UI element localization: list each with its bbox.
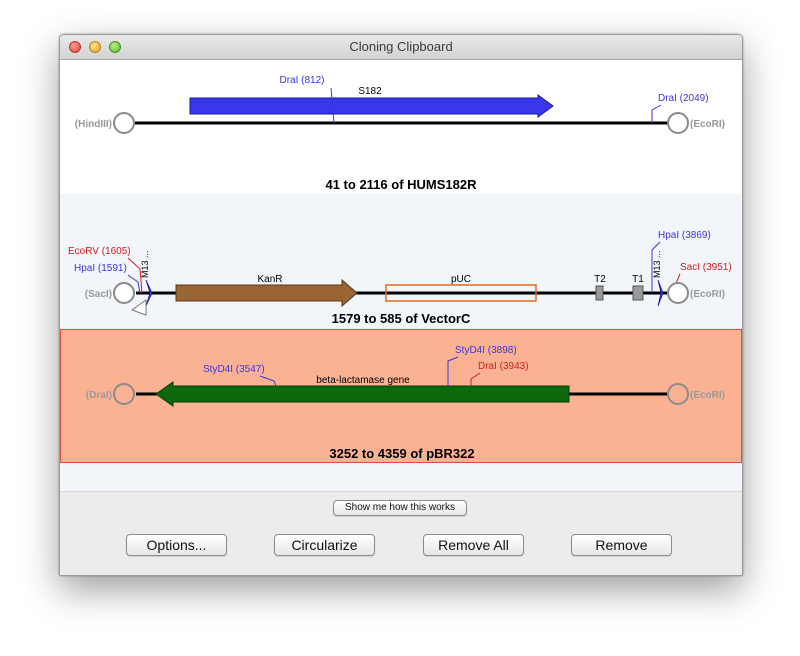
styd4i-3547-tick — [259, 375, 277, 387]
dra1-2049-tick — [651, 104, 662, 123]
remove-all-button[interactable]: Remove All — [423, 534, 524, 556]
ecori-end-label: (EcoRI) — [690, 390, 725, 401]
styd4i-3547-label: StyD4I (3547) — [203, 364, 265, 375]
dra1-812-label: DraI (812) — [279, 75, 324, 86]
hindiii-end-label: (HindIII) — [75, 119, 112, 130]
styd4i-3898-tick — [447, 356, 459, 386]
fragment-title-pbr322: 3252 to 4359 of pBR322 — [329, 446, 475, 461]
ecori-end-label: (EcoRI) — [690, 289, 725, 300]
remove-button[interactable]: Remove — [571, 534, 672, 556]
right-end-circle[interactable] — [667, 282, 689, 304]
show-me-how-button[interactable]: Show me how this works — [333, 500, 467, 516]
saci-end-label: (SacI) — [85, 289, 112, 300]
fragment-map-vectorc: KanR pUC T2 T1 M13 ... M13 ... EcoRV (16… — [68, 230, 732, 316]
m13-left-label: M13 ... — [140, 250, 150, 278]
fragment-title-hums182r: 41 to 2116 of HUMS182R — [325, 177, 477, 192]
dra1-812-tick — [330, 87, 335, 124]
s182-feature-arrow[interactable] — [189, 94, 554, 118]
fragment-map-pbr322: beta-lactamase gene StyD4I (3547) StyD4I… — [86, 345, 725, 407]
ecorv-1605-label: EcoRV (1605) — [68, 246, 131, 257]
fragment-panel-pbr322[interactable]: beta-lactamase gene StyD4I (3547) StyD4I… — [60, 329, 742, 463]
dra1-3943-label: DraI (3943) — [478, 361, 529, 372]
fragment-title-vectorc: 1579 to 585 of VectorC — [331, 311, 471, 326]
kanr-feature-arrow[interactable] — [175, 278, 358, 308]
s182-label: S182 — [358, 86, 382, 97]
t1-terminator[interactable] — [632, 285, 644, 301]
cloning-clipboard-window: Cloning Clipboard S182 DraI (812) DraI (… — [59, 34, 743, 576]
hpai-3869-tick — [651, 241, 661, 293]
t2-label: T2 — [594, 274, 606, 285]
fragment-panel-vectorc[interactable]: KanR pUC T2 T1 M13 ... M13 ... EcoRV (16… — [60, 194, 742, 328]
puc-label: pUC — [451, 274, 471, 285]
t2-terminator[interactable] — [595, 285, 604, 301]
hpai-3869-label: HpaI (3869) — [658, 230, 711, 241]
fragment-map-hums182r: S182 DraI (812) DraI (2049) (HindIII) (E… — [75, 75, 725, 134]
beta-lactamase-feature-arrow[interactable] — [155, 381, 570, 407]
ecori-end-label: (EcoRI) — [690, 119, 725, 130]
empty-clipboard-area[interactable] — [60, 463, 742, 491]
dra1-end-label: (DraI) — [86, 390, 112, 401]
insertion-pointer-icon[interactable] — [130, 299, 147, 316]
zoom-window-button[interactable] — [109, 41, 121, 53]
saci-3951-label: SacI (3951) — [680, 262, 732, 273]
dra1-2049-label: DraI (2049) — [658, 93, 709, 104]
fragment-panel-hums182r[interactable]: S182 DraI (812) DraI (2049) (HindIII) (E… — [60, 60, 742, 194]
right-end-circle[interactable] — [667, 383, 689, 405]
button-bar: Show me how this works Options... Circul… — [60, 491, 742, 575]
m13-right-marker[interactable] — [657, 279, 664, 307]
left-end-circle[interactable] — [113, 282, 135, 304]
hpai-1591-label: HpaI (1591) — [74, 263, 127, 274]
beta-lactamase-label: beta-lactamase gene — [316, 375, 410, 386]
left-end-circle[interactable] — [113, 383, 135, 405]
right-end-circle[interactable] — [667, 112, 689, 134]
window-title: Cloning Clipboard — [349, 39, 453, 54]
hpai-1591-tick — [127, 274, 141, 294]
ecorv-1605-tick — [127, 257, 143, 294]
close-window-button[interactable] — [69, 41, 81, 53]
title-bar[interactable]: Cloning Clipboard — [60, 35, 742, 60]
t1-label: T1 — [632, 274, 644, 285]
options-button[interactable]: Options... — [126, 534, 227, 556]
m13-right-label: M13 ... — [652, 250, 662, 278]
circularize-button[interactable]: Circularize — [274, 534, 375, 556]
styd4i-3898-label: StyD4I (3898) — [455, 345, 517, 356]
puc-feature-box[interactable] — [385, 284, 537, 302]
kanr-label: KanR — [257, 274, 282, 285]
minimize-window-button[interactable] — [89, 41, 101, 53]
dra1-3943-tick — [470, 372, 481, 386]
left-end-circle[interactable] — [113, 112, 135, 134]
